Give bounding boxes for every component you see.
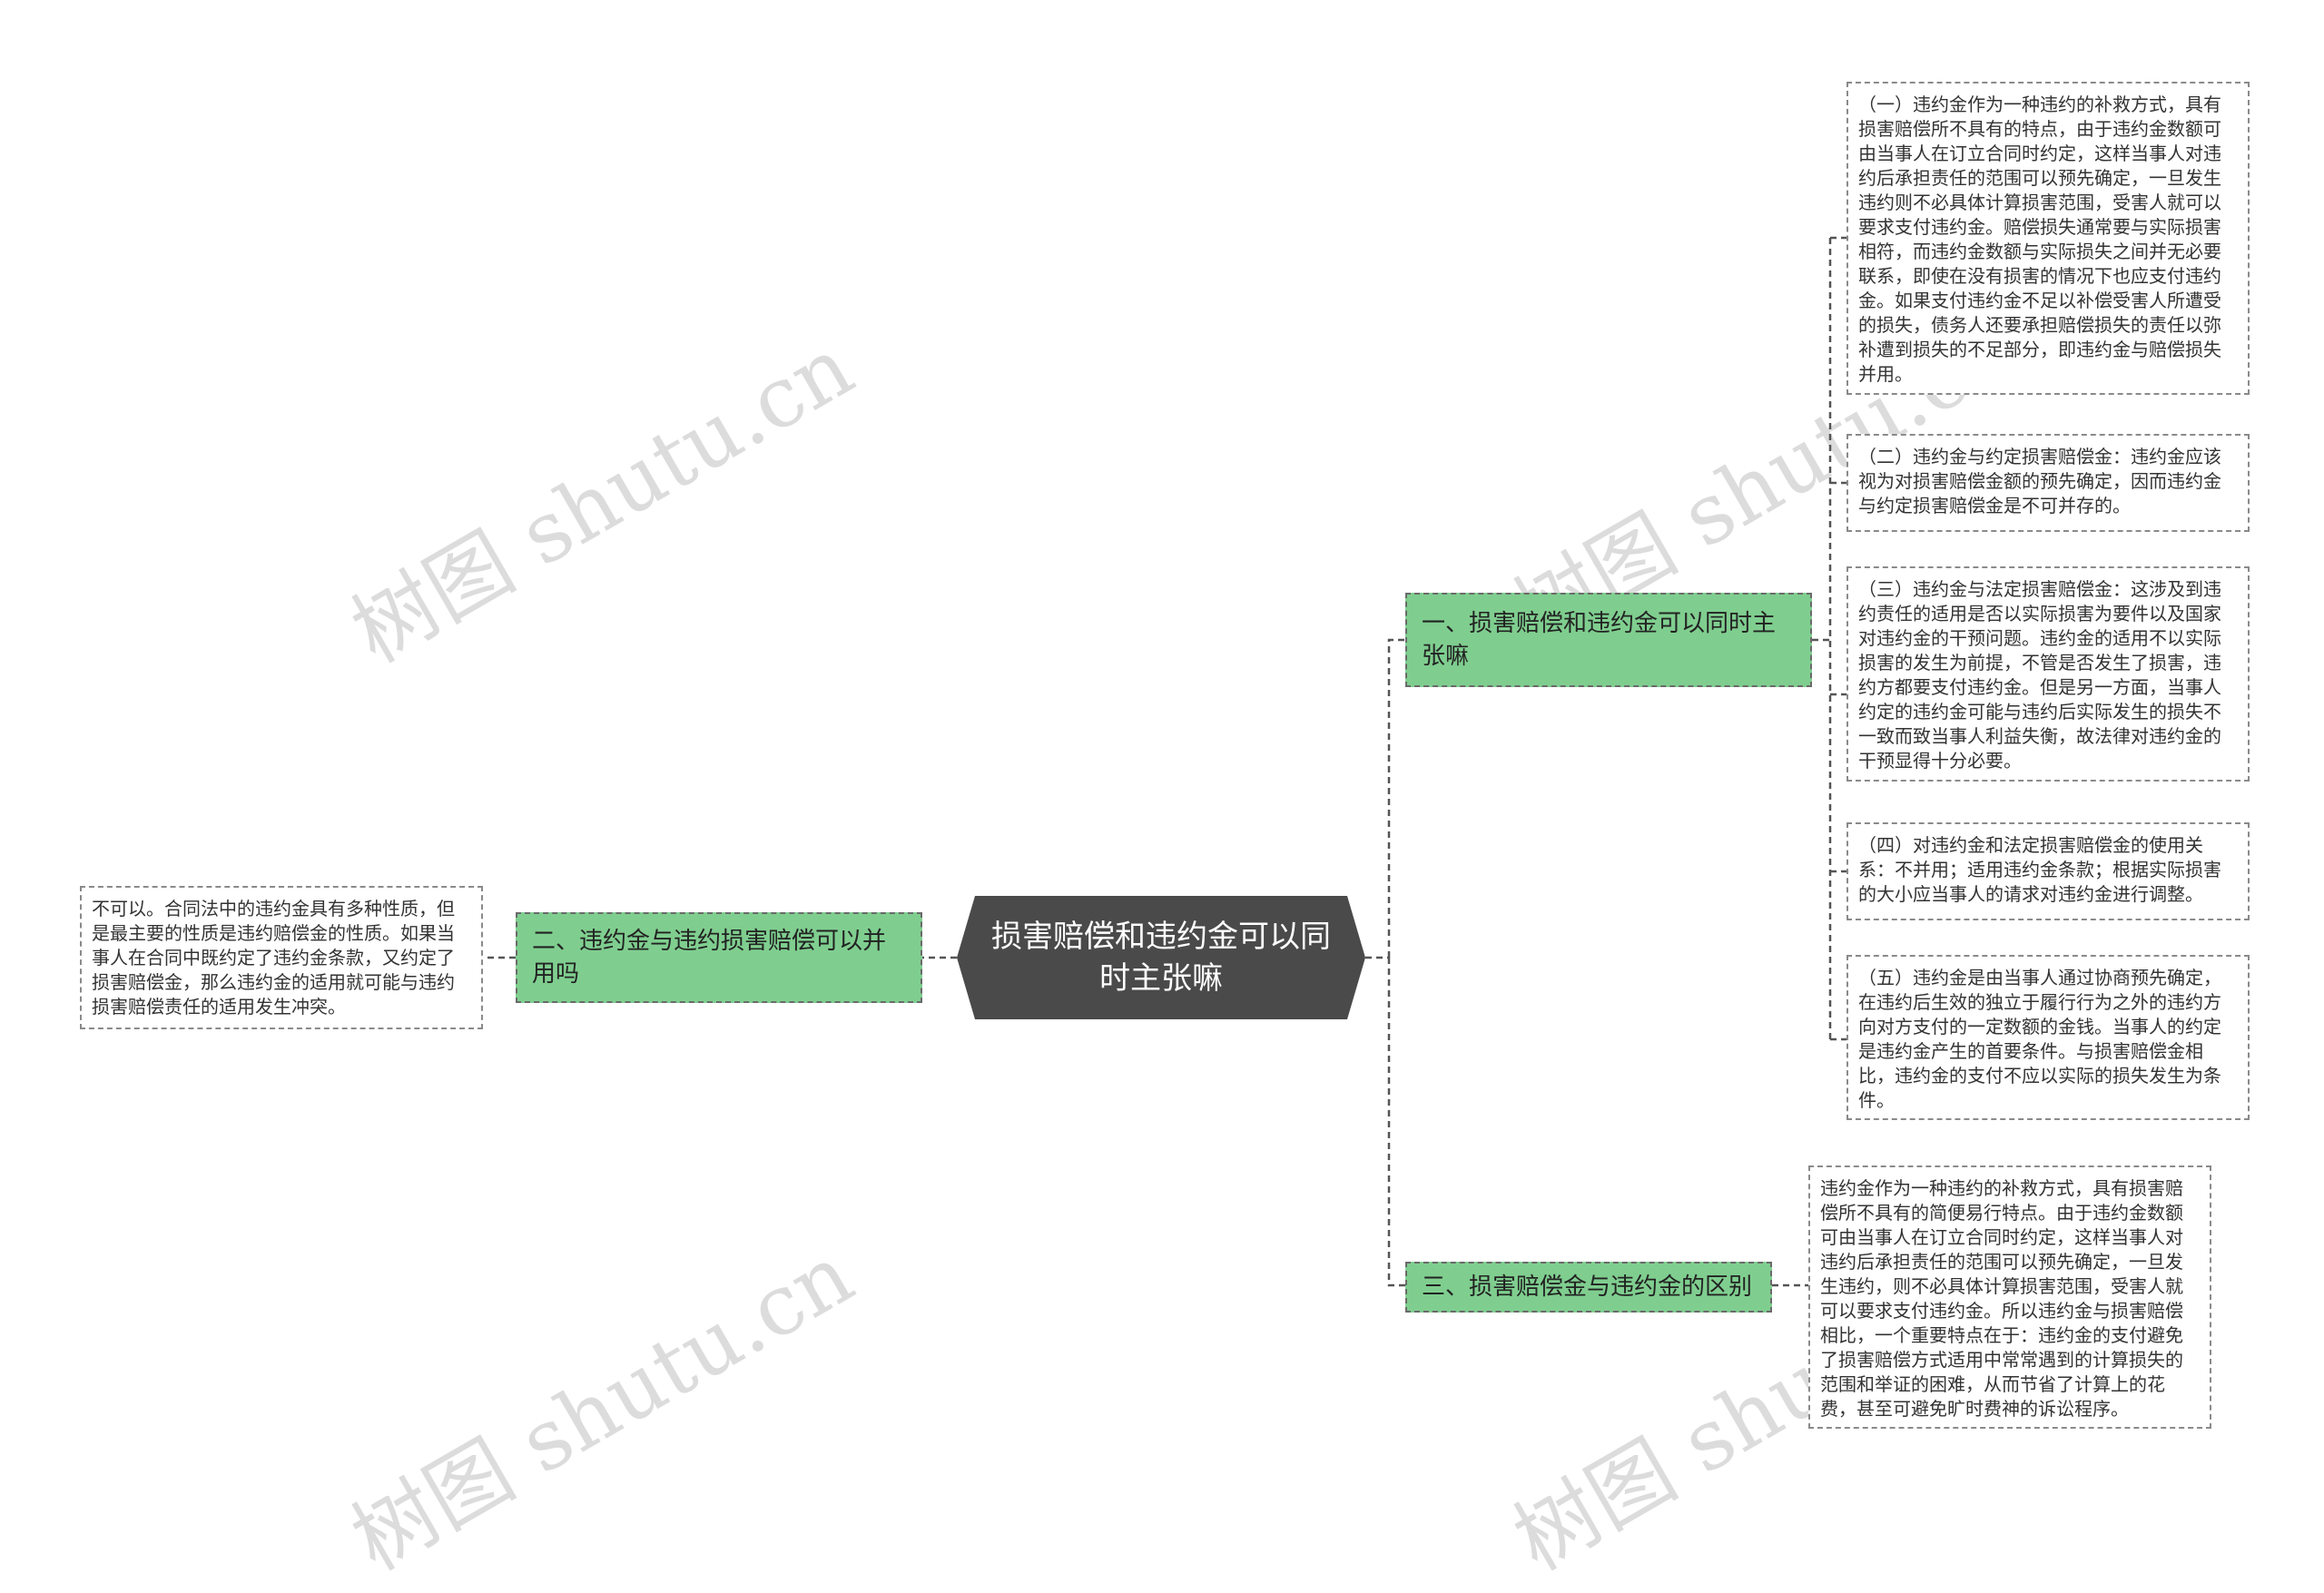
connector-branch1-leaves <box>1812 236 1846 1041</box>
branch-node-1[interactable]: 一、损害赔偿和违约金可以同时主张嘛 <box>1405 593 1812 687</box>
leaf-node[interactable]: （五）违约金是由当事人通过协商预先确定，在违约后生效的独立于履行行为之外的违约方… <box>1846 955 2250 1120</box>
leaf-node[interactable]: 违约金作为一种违约的补救方式，具有损害赔偿所不具有的简便易行特点。由于违约金数额… <box>1808 1165 2211 1429</box>
leaf-node[interactable]: （一）违约金作为一种违约的补救方式，具有损害赔偿所不具有的特点，由于违约金数额可… <box>1846 82 2250 395</box>
branch-label: 一、损害赔偿和违约金可以同时主张嘛 <box>1422 610 1777 670</box>
branch-label: 二、违约金与违约损害赔偿可以并用吗 <box>532 928 887 988</box>
branch-node-3[interactable]: 三、损害赔偿金与违约金的区别 <box>1405 1262 1772 1313</box>
connector-lines <box>483 236 1846 1287</box>
leaf-node[interactable]: （二）违约金与约定损害赔偿金：违约金应该视为对损害赔偿金额的预先确定，因而违约金… <box>1846 434 2250 532</box>
leaf-node[interactable]: 不可以。合同法中的违约金具有多种性质，但是最主要的性质是违约赔偿金的性质。如果当… <box>80 886 483 1029</box>
branch-label: 三、损害赔偿金与违约金的区别 <box>1422 1273 1753 1301</box>
leaf-node[interactable]: （三）违约金与法定损害赔偿金：这涉及到违约责任的适用是否以实际损害为要件以及国家… <box>1846 566 2250 782</box>
root-label: 损害赔偿和违约金可以同时主张嘛 <box>991 919 1331 997</box>
leaf-node[interactable]: （四）对违约金和法定损害赔偿金的使用关系：不并用；适用违约金条款；根据实际损害的… <box>1846 822 2250 920</box>
root-node[interactable]: 损害赔偿和违约金可以同时主张嘛 <box>957 896 1365 1019</box>
connector-trunk-right <box>1387 638 1405 1287</box>
branch-node-2[interactable]: 二、违约金与违约损害赔偿可以并用吗 <box>516 912 922 1003</box>
